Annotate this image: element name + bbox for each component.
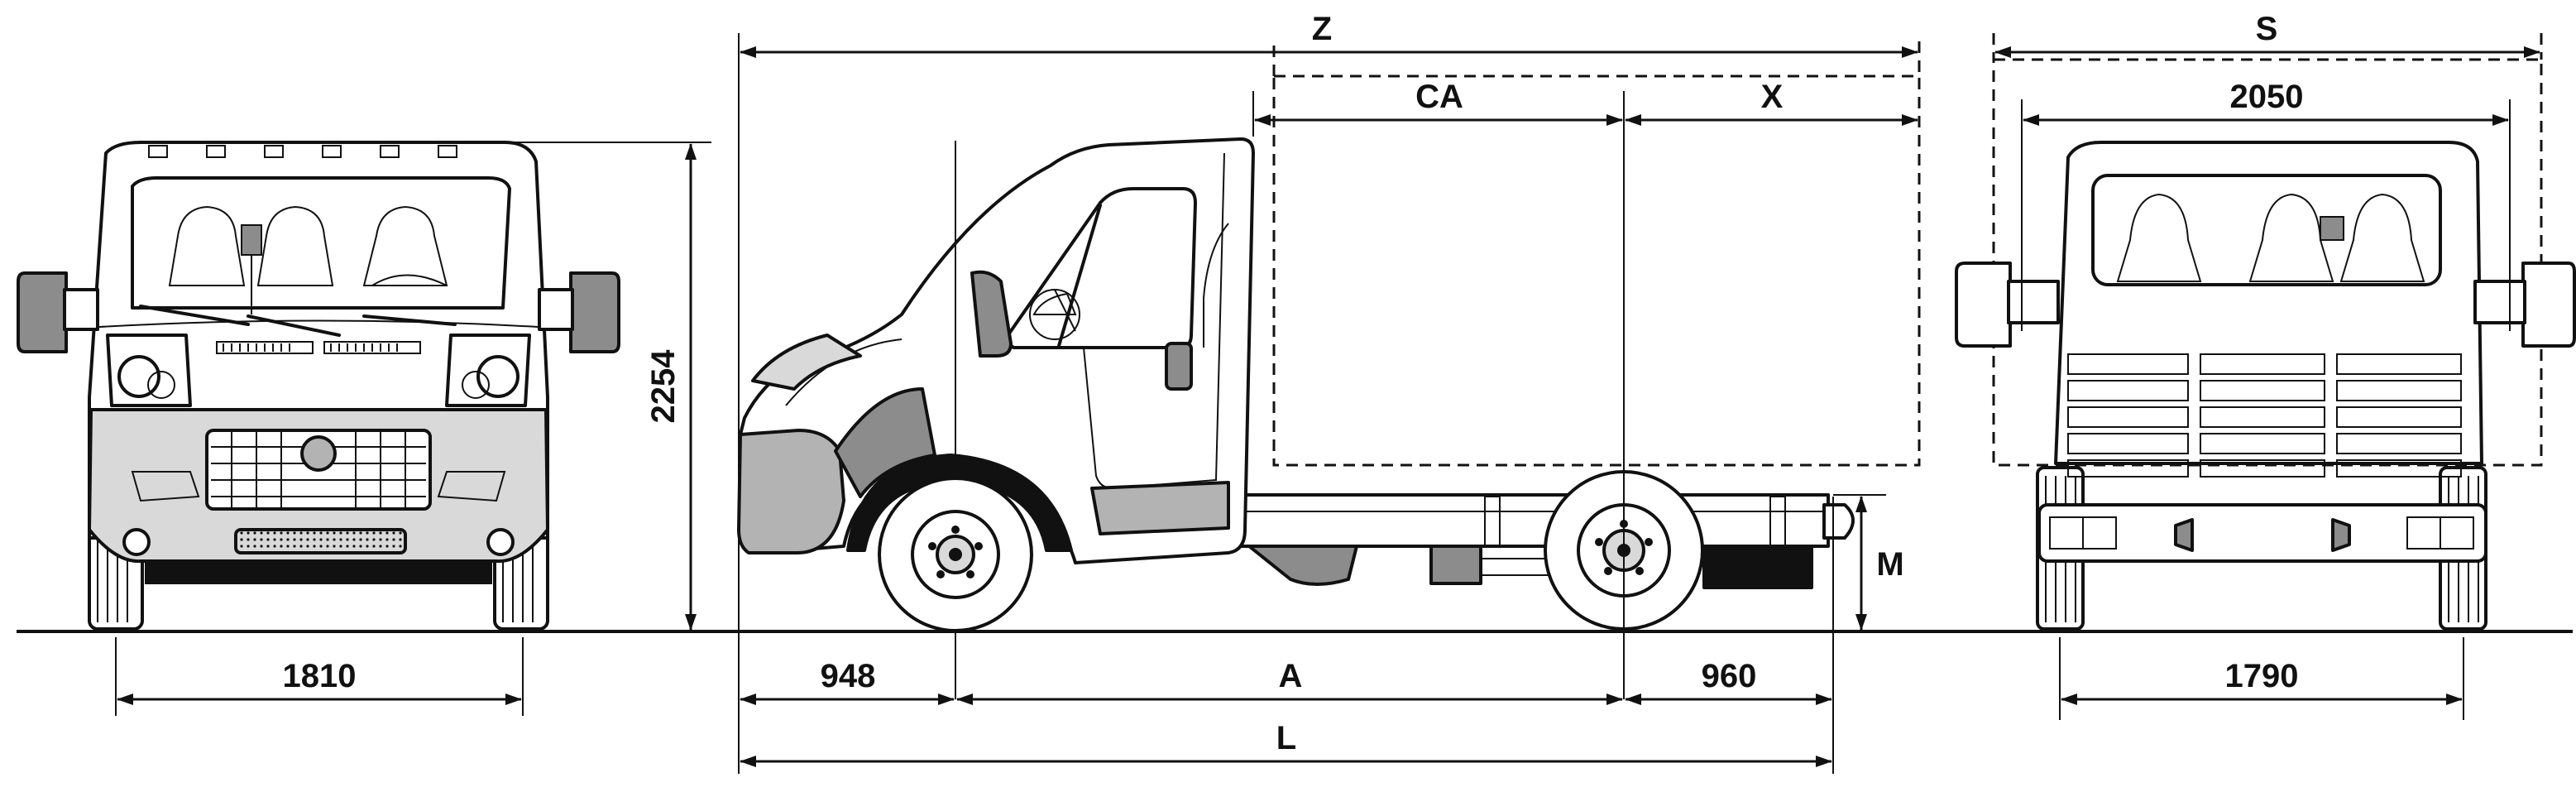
side-front-bumper	[737, 429, 845, 555]
rear-left-mirror	[1955, 262, 2012, 348]
front-windshield	[131, 176, 511, 310]
frame-height-label: M	[1876, 546, 1903, 583]
side-view-dimensions	[738, 33, 1918, 774]
side-mirror	[970, 270, 1013, 358]
rear-window	[2091, 174, 2442, 286]
cab-to-axle-label: CA	[1415, 79, 1463, 115]
front-view	[17, 141, 620, 631]
front-right-mirror	[569, 271, 620, 353]
front-view-dimensions	[115, 142, 711, 716]
body-outline-dashed	[1272, 74, 1921, 467]
front-left-mirror	[17, 271, 68, 353]
width-without-mirrors-label: 2050	[2230, 79, 2304, 115]
overall-height-label: 2254	[645, 349, 682, 424]
side-front-wheel	[878, 477, 1033, 632]
rear-view-dimensions	[1994, 46, 2540, 720]
body-width-label: S	[2256, 11, 2278, 47]
front-track-label: 1810	[283, 658, 357, 694]
front-overhang-label: 948	[821, 658, 876, 694]
wheelbase-label: A	[1279, 658, 1303, 694]
rear-panel-slats	[2067, 353, 2462, 478]
overall-length-label: L	[1276, 720, 1296, 756]
rear-overhang-label: 960	[1702, 658, 1757, 694]
front-lower-intake	[234, 528, 407, 554]
rear-view	[1955, 33, 2576, 631]
rear-bumper	[2037, 503, 2487, 563]
body-length-label: Z	[1312, 11, 1332, 47]
side-view	[737, 41, 1921, 699]
rear-right-mirror	[2521, 262, 2576, 348]
brand-logo-icon	[300, 435, 337, 472]
chassis-frame	[1239, 493, 1830, 548]
rear-track-label: 1790	[2225, 658, 2299, 694]
body-rear-overhang-label: X	[1761, 79, 1784, 115]
side-door-handle	[1165, 342, 1193, 391]
